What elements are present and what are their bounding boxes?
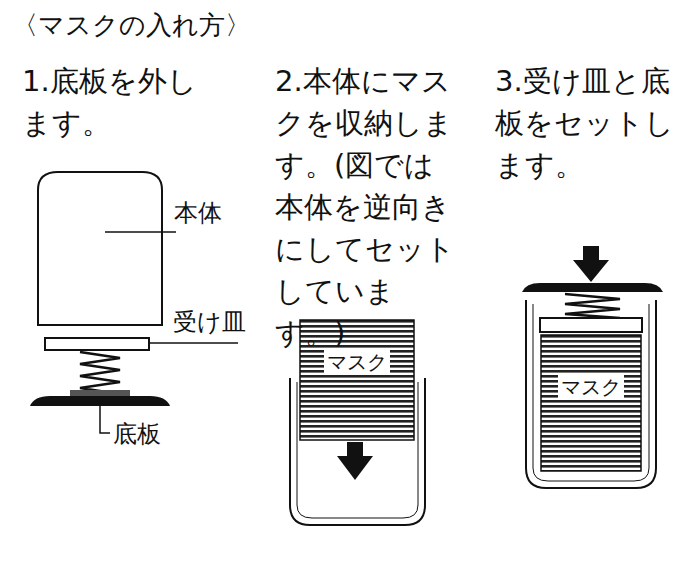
base-plate [522,283,663,292]
part-label: 底板 [113,419,161,449]
spring [80,352,120,394]
body-cup [290,378,425,525]
arrow-shaft [583,246,599,262]
body-shape [38,172,162,325]
step-text: 3.受け皿と底板をセットします。 [495,60,685,186]
leader-line [100,406,110,433]
body-cup-inner [297,382,418,518]
body-cup [526,300,656,488]
mask-label: マスク [558,374,624,400]
step-text: 2.本体にマスクを収納します。(図では本体を逆向きにしてセットしています。) [275,60,459,354]
arrow-head [337,456,373,480]
part-label: 本体 [174,198,222,228]
part-label: 受け皿 [173,307,246,337]
receiver-plate [45,338,149,350]
spring-base [70,390,130,396]
title: 〈マスクの入れ方〉 [12,8,251,42]
base-plate [30,396,170,406]
arrow-shaft [347,442,363,458]
mask-stack [541,335,641,471]
step-text: 1.底板を外します。 [22,60,222,144]
mask-label: マスク [324,349,390,375]
receiver-plate [540,318,642,332]
body-cup-inner [533,304,649,481]
arrow-head [573,260,609,282]
leader-line [149,342,238,344]
leader-line [105,231,176,233]
spring [565,294,620,318]
